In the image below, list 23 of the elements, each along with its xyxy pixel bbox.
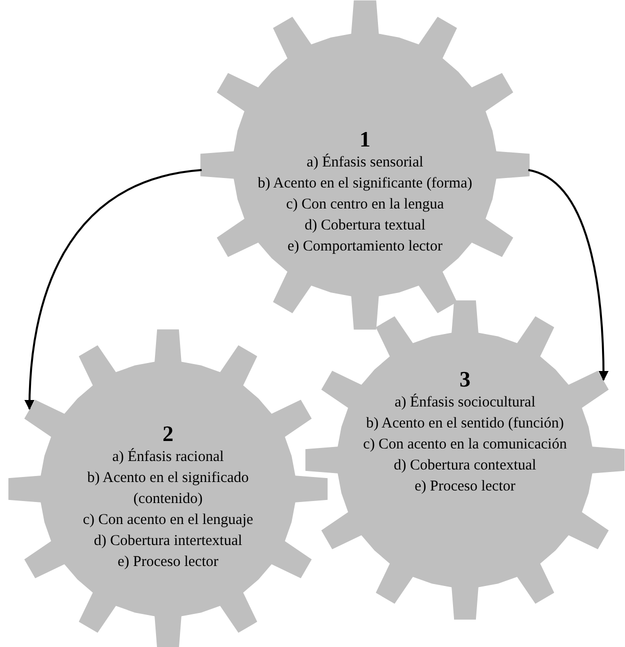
list-item: b) Acento en el significado (contenido) bbox=[86, 469, 250, 509]
list-item: e) Comportamiento lector bbox=[288, 238, 442, 256]
list-item: a) Énfasis sociocultural bbox=[394, 392, 536, 412]
curved-arrow bbox=[528, 169, 608, 381]
list-item: a) Énfasis racional bbox=[112, 447, 224, 467]
list-item: b) Acento en el sentido (función) bbox=[366, 414, 564, 434]
gear-shape bbox=[200, 0, 530, 330]
gear-shape bbox=[305, 300, 625, 620]
list-item: d) Cobertura contextual bbox=[394, 456, 536, 476]
list-item: e) Proceso lector bbox=[414, 478, 516, 496]
list-item: c) Con acento en la comunicación bbox=[363, 436, 567, 454]
gear-number: 3 bbox=[460, 366, 470, 392]
list-item: b) Acento en el significante (forma) bbox=[258, 174, 472, 194]
gear-number: 1 bbox=[360, 126, 370, 152]
list-item: c) Con acento en el lenguaje bbox=[82, 511, 254, 530]
list-item: d) Cobertura textual bbox=[304, 216, 426, 236]
list-item: c) Con centro en la lengua bbox=[286, 196, 444, 214]
list-item: e) Proceso lector bbox=[118, 553, 218, 572]
curved-arrow bbox=[24, 169, 202, 410]
gear-number: 2 bbox=[162, 421, 174, 447]
list-item: d) Cobertura intertextual bbox=[94, 532, 242, 551]
list-item: a) Énfasis sensorial bbox=[306, 152, 424, 172]
gear-shape bbox=[8, 329, 328, 647]
